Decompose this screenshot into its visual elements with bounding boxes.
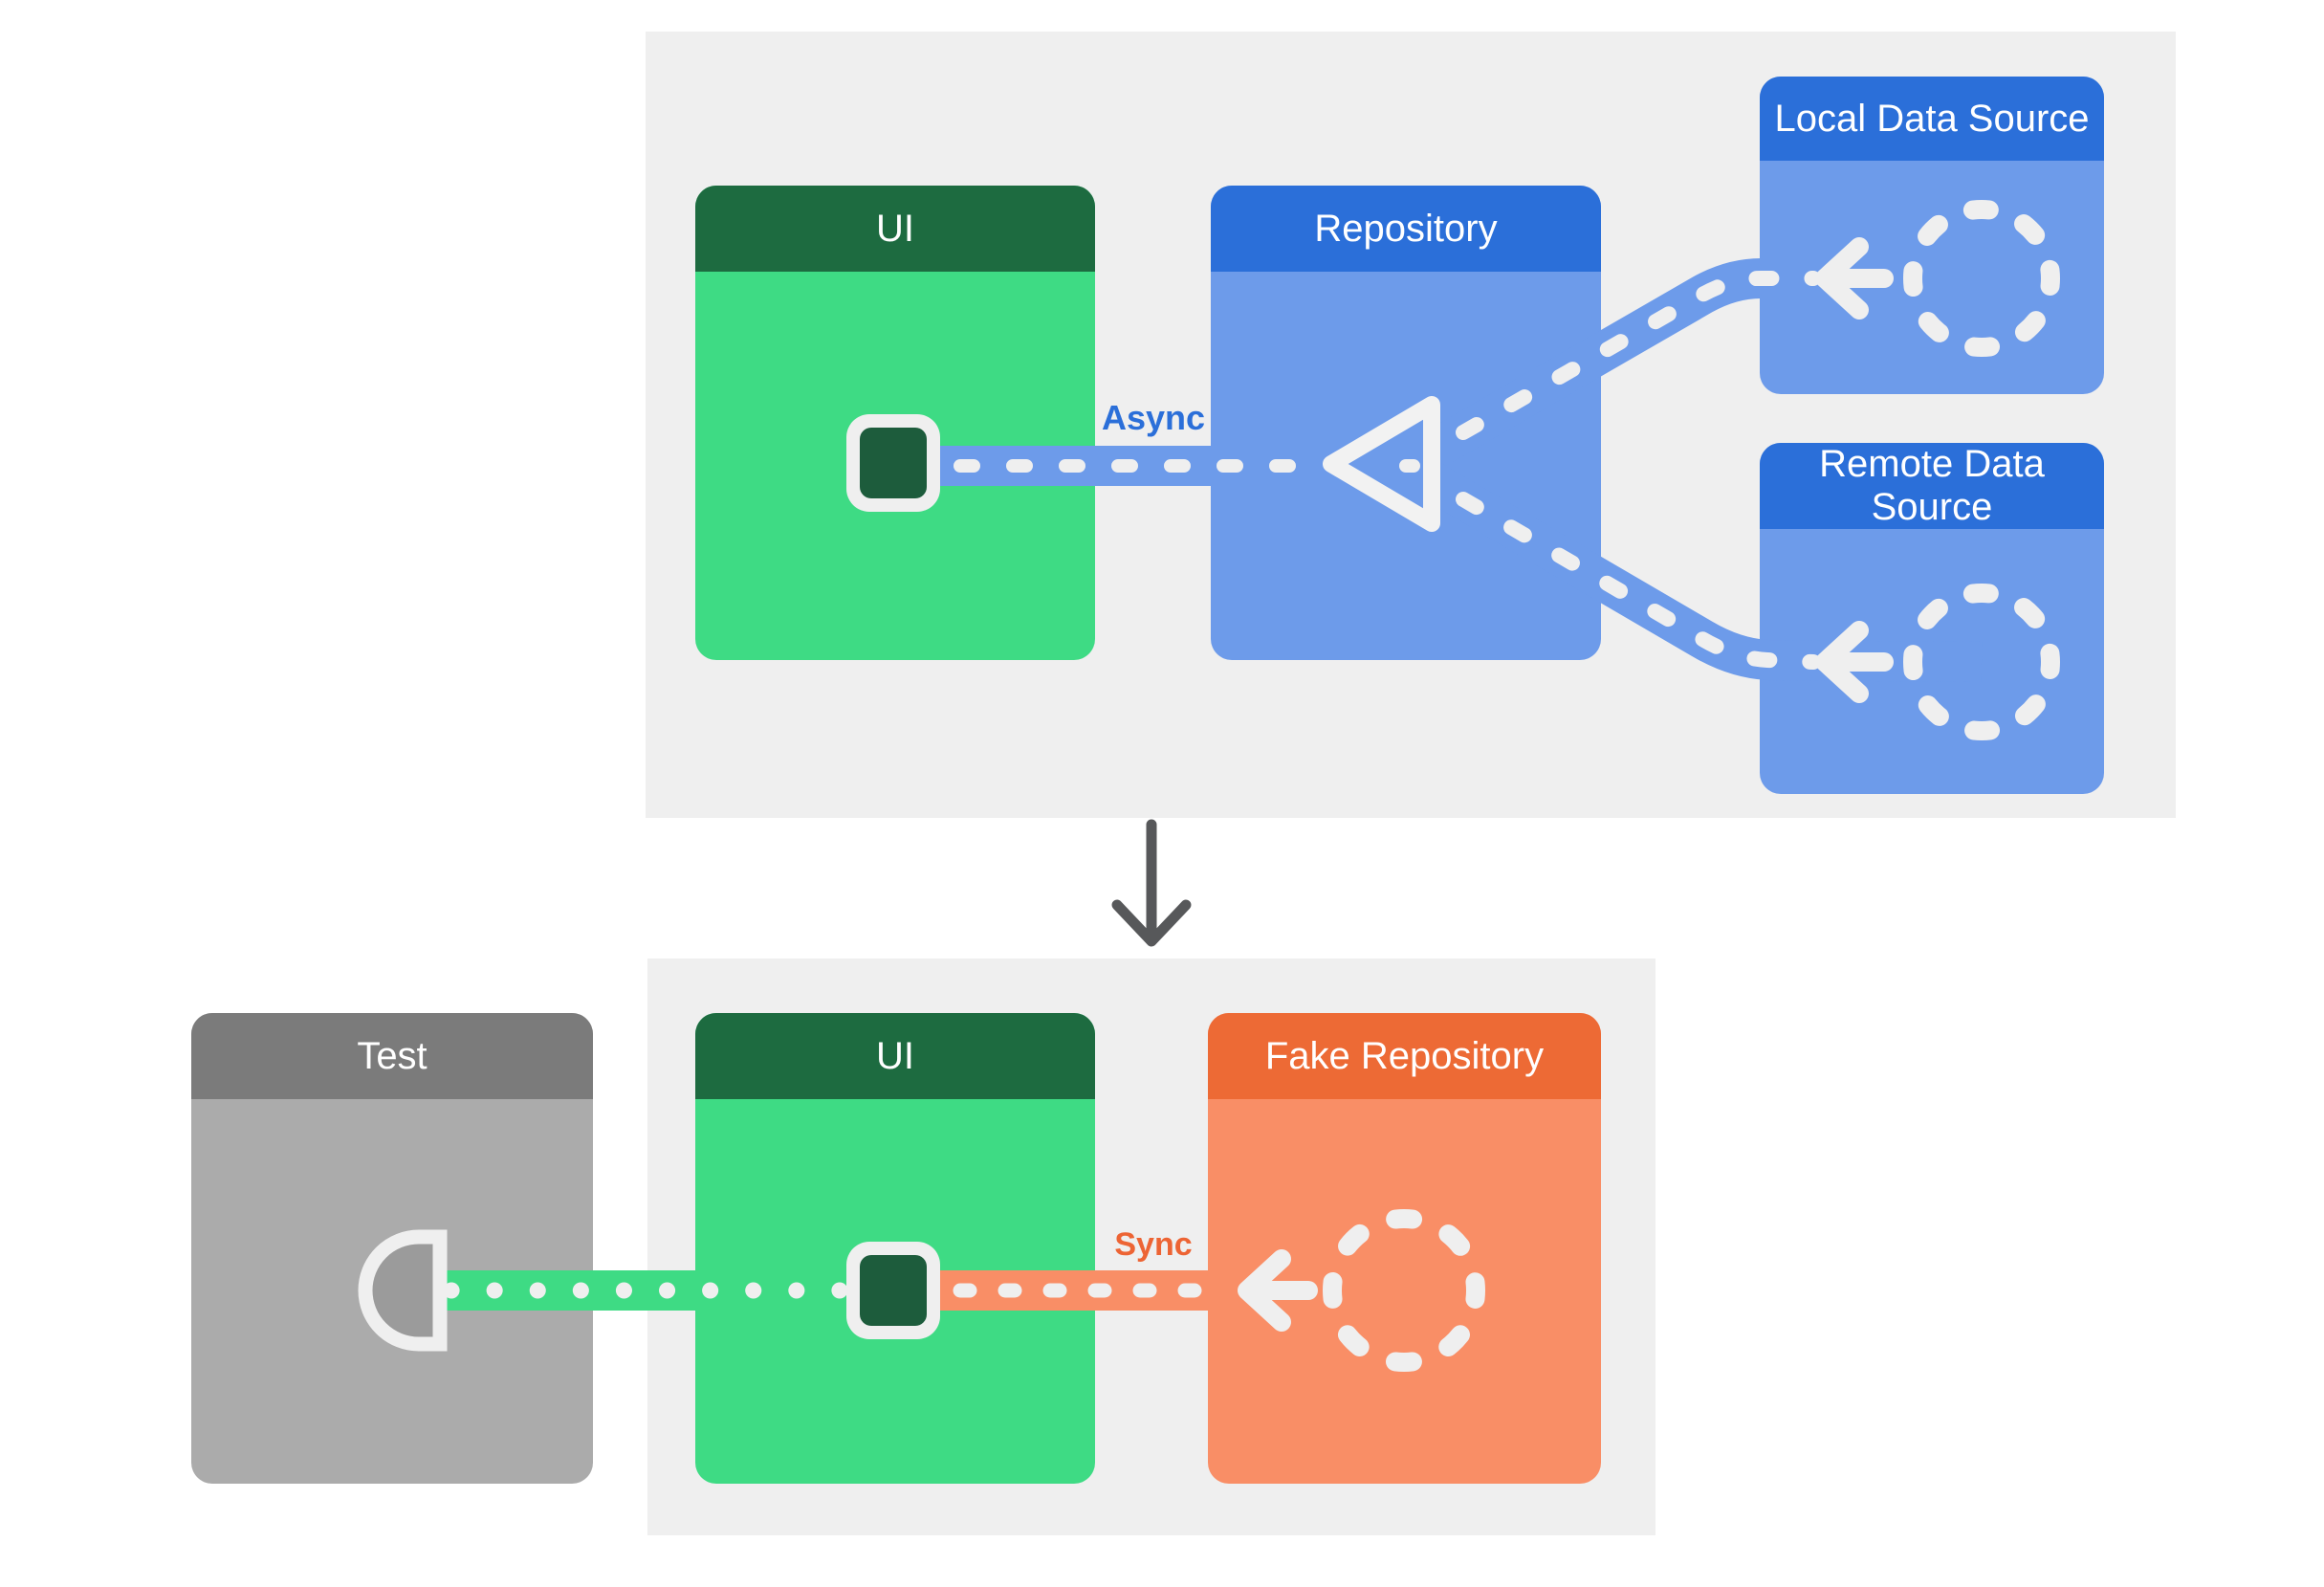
remote-data-source-title: Remote Data Source — [1760, 443, 2104, 529]
test-box: Test — [191, 1013, 593, 1484]
async-label: Async — [1101, 398, 1206, 437]
fake-repository-title: Fake Repository — [1208, 1013, 1601, 1099]
repository-box: Repository — [1211, 186, 1601, 660]
remote-data-source-box: Remote Data Source — [1760, 443, 2104, 794]
fake-repository-box: Fake Repository — [1208, 1013, 1601, 1484]
sync-label: Sync — [1114, 1226, 1193, 1263]
ui-box-top: UI — [695, 186, 1095, 660]
test-box-title: Test — [191, 1013, 593, 1099]
ui-box-top-title: UI — [695, 186, 1095, 272]
ui-box-bottom-title: UI — [695, 1013, 1095, 1099]
down-arrow-icon — [1111, 819, 1192, 947]
local-data-source-title: Local Data Source — [1760, 77, 2104, 161]
ui-box-bottom: UI — [695, 1013, 1095, 1484]
repository-box-title: Repository — [1211, 186, 1601, 272]
local-data-source-box: Local Data Source — [1760, 77, 2104, 394]
